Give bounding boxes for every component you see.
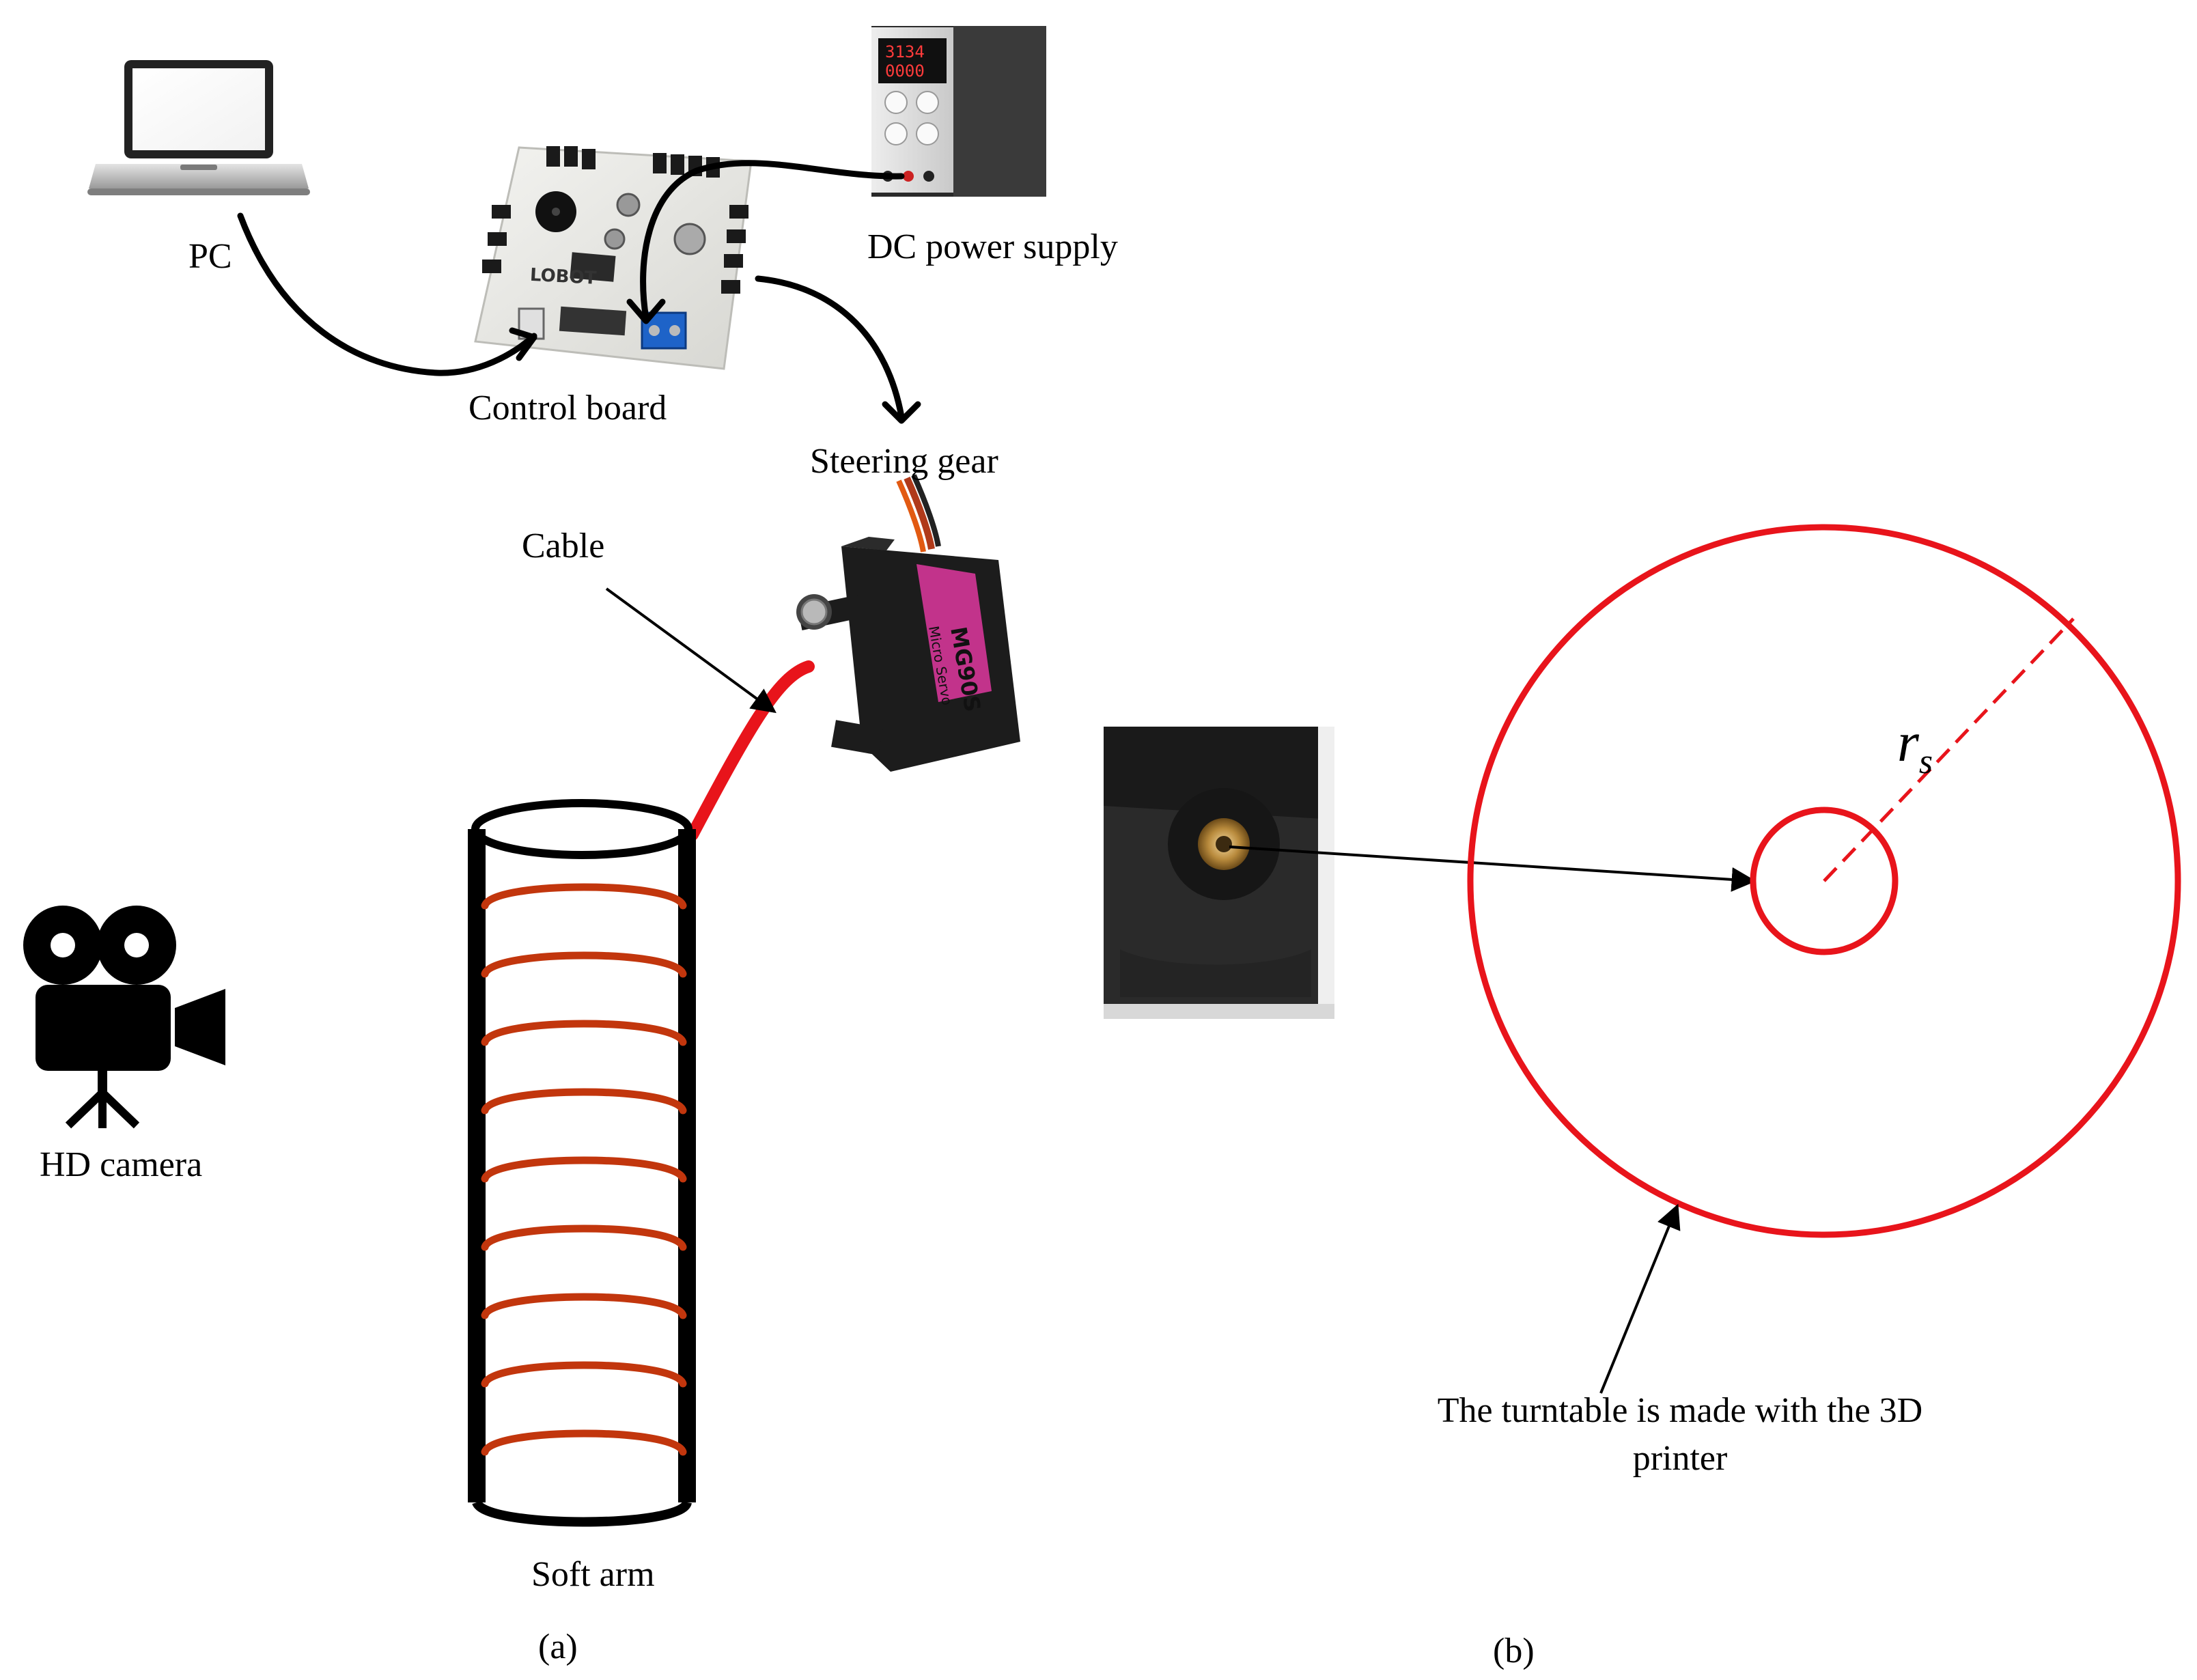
dc-power-supply-label: DC power supply: [867, 227, 1118, 266]
radius-symbol: rs: [1897, 711, 1933, 780]
pc-to-board-arrow: [237, 212, 537, 376]
connection-arrows: [237, 160, 921, 424]
psu-voltage-readout: 3134: [885, 42, 925, 61]
power-supply-icon: 3134 0000: [871, 26, 1046, 197]
steering-gear-label: Steering gear: [810, 442, 998, 481]
cable-line: [686, 660, 815, 841]
pc-to-board-arrowhead: [509, 327, 537, 361]
hd-camera-label: HD camera: [40, 1145, 203, 1184]
turntable-hub-circle: [1750, 807, 1899, 955]
servo-motor-icon: MG90S Micro Servo: [796, 474, 1020, 772]
laptop-icon: [87, 60, 310, 195]
board-brand-label: LOBOT: [529, 265, 597, 289]
turntable-caption-line-1: The turntable is made with the 3D: [1437, 1391, 1923, 1430]
cable-label: Cable: [522, 527, 605, 565]
cable-pointer-arrow: [605, 587, 776, 714]
radius-dashed-line: [1823, 617, 2075, 882]
psu-current-readout: 0000: [885, 61, 925, 81]
soft-arm-tube: [468, 799, 696, 1527]
turntable-pointer-arrow: [1599, 1203, 1681, 1394]
panel-a-label: (a): [538, 1627, 578, 1666]
radius-symbol-r: r: [1897, 711, 1919, 773]
control-board-icon: LOBOT: [474, 146, 753, 370]
video-camera-icon: [23, 906, 225, 1129]
turntable-caption-line-2: printer: [1632, 1439, 1728, 1478]
board-to-servo-arrowhead: [882, 401, 921, 424]
board-to-servo-arrow: [755, 275, 905, 420]
psu-to-board-arrow: [640, 160, 905, 322]
psu-to-board-arrowhead: [626, 298, 666, 324]
panel-b-label: (b): [1493, 1632, 1535, 1670]
soft-arm-label: Soft arm: [531, 1555, 655, 1594]
pc-label: PC: [188, 237, 232, 276]
radius-symbol-subscript: s: [1918, 742, 1933, 781]
soft-arm-coils: [481, 883, 687, 1456]
turntable-diagram: [1467, 524, 2181, 1238]
control-board-label: Control board: [468, 389, 667, 428]
shaft-to-hub-arrow: [1229, 845, 1757, 892]
servo-shaft-photo: [1104, 727, 1334, 1019]
turntable-outer-circle: [1467, 524, 2181, 1238]
